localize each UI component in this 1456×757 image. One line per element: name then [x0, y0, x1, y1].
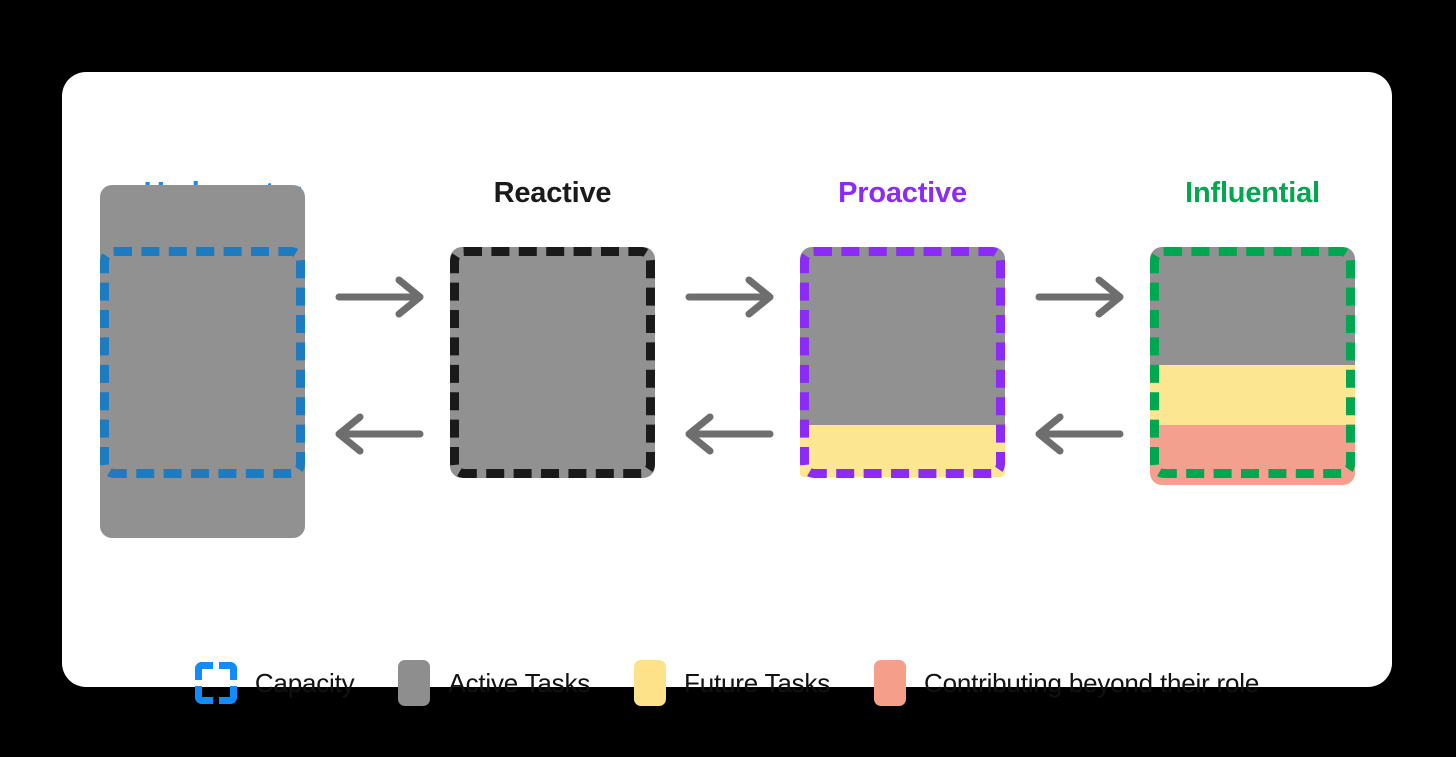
column-title-proactive: Proactive — [838, 177, 967, 209]
block-active-tasks-underwater — [100, 185, 305, 538]
arrow-left-icon — [335, 413, 424, 455]
diagram-card: Underwater Reactive Proactive Influentia… — [62, 72, 1392, 706]
swatch-icon-beyond-role — [874, 660, 907, 706]
block-active-tasks-proactive — [800, 247, 1005, 425]
arrow-left-icon — [685, 413, 774, 455]
arrow-left-icon — [1035, 413, 1124, 455]
legend-label-future-tasks: Future Tasks — [684, 667, 831, 698]
arrow-right-icon — [685, 276, 774, 318]
column-title-reactive: Reactive — [493, 177, 612, 209]
legend-item-future-tasks[interactable]: Future Tasks — [634, 660, 830, 706]
block-active-tasks-reactive — [450, 247, 655, 478]
block-future-tasks-influential — [1150, 365, 1355, 425]
block-active-tasks-influential — [1150, 247, 1355, 365]
legend-item-capacity[interactable]: Capacity — [194, 662, 355, 704]
column-title-influential: Influential — [1185, 177, 1320, 209]
capacity-brackets-icon — [194, 662, 237, 704]
legend-item-active-tasks[interactable]: Active Tasks — [398, 660, 590, 706]
block-future-tasks-proactive — [800, 425, 1005, 477]
legend-label-capacity: Capacity — [254, 667, 355, 698]
legend-item-beyond-role[interactable]: Contributing beyond their role — [874, 660, 1259, 706]
arrow-right-icon — [335, 276, 424, 318]
arrow-right-icon — [1035, 276, 1124, 318]
legend-label-beyond-role: Contributing beyond their role — [924, 667, 1260, 698]
block-beyond-role-influential — [1150, 425, 1355, 485]
legend: Capacity Active Tasks Future Tasks Contr… — [62, 660, 1392, 706]
swatch-icon-future-tasks — [634, 660, 667, 706]
legend-label-active-tasks: Active Tasks — [448, 667, 591, 698]
swatch-icon-active-tasks — [398, 660, 431, 706]
